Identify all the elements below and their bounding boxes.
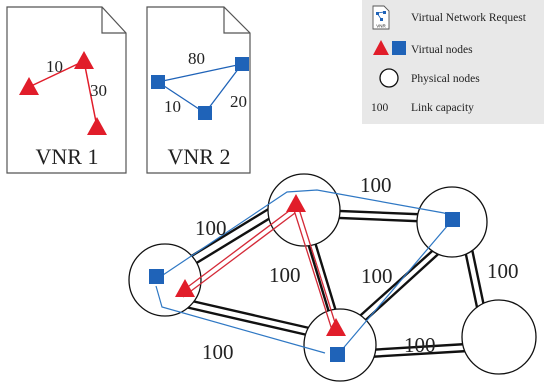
physical-link-topright-bottomright [463,249,480,313]
vnr-1-document: 10 30 VNR 1 [6,6,127,174]
vnr-1-link-b [83,60,98,128]
mapped-path-red [293,209,333,331]
legend-label-vnr: Virtual Network Request [411,12,527,24]
vnr-1-link-a [28,60,85,88]
physical-link-mid-bottomright [367,342,468,352]
mapped-virtual-node-triangle [175,279,195,297]
mapped-path-red [298,208,338,330]
link-capacity-label: 100 [269,263,301,287]
virtual-node-square [151,75,165,89]
vnr-1-label: VNR 1 [36,144,99,169]
physical-node-bottom-right [461,299,537,375]
vnr-2-page-fold [223,7,250,34]
link-capacity-label: 100 [360,173,392,197]
vnr-2-link-capacity: 80 [188,49,205,68]
mapped-path-red [180,207,294,293]
virtual-node-square [235,57,249,71]
mapped-virtual-node-square [445,212,460,227]
vnr-2-link-capacity: 10 [164,97,181,116]
physical-link-left-mid-inner [167,301,317,339]
mapped-path-blue [155,285,326,354]
legend-background [362,0,544,124]
vnr-2-document: 80 10 20 VNR 2 [146,6,251,174]
physical-node-left [128,243,202,317]
physical-link-topright-mid [351,243,441,324]
legend-icon-text: VNR [376,24,386,29]
document-network-icon: VNR [372,5,390,30]
mapped-virtual-node-triangle [286,194,306,212]
virtual-node-triangle [74,51,94,69]
mapped-virtual-node-square [149,269,164,284]
vnr-1-page-fold [101,7,126,34]
vnr-2-page [146,6,251,174]
link-capacity-label: 100 [195,216,227,240]
legend: VNR Virtual Network Request Virtual node… [362,0,544,124]
virtual-node-triangle [19,77,39,95]
vnr-1-link-capacity: 10 [46,57,63,76]
vnr-2-link-c [204,63,243,114]
vnr-1-link-capacity: 30 [90,81,107,100]
legend-label-physical-nodes: Physical nodes [411,73,480,85]
virtual-node-square [198,106,212,120]
triangle-node-icon [373,40,389,55]
square-node-icon [392,41,406,55]
legend-label-link-capacity: Link capacity [411,102,474,114]
mapped-path-red [182,212,296,298]
link-capacity-label: 100 [361,264,393,288]
physical-node-middle [303,308,377,382]
mapped-virtual-node-square [330,347,345,362]
vnr-2-label: VNR 2 [168,144,231,169]
physical-link-left-mid [169,294,319,332]
physical-link-topright-bottomright-inner [470,248,487,312]
link-capacity-label: 100 [202,340,234,364]
legend-label-virtual-nodes: Virtual nodes [411,44,473,56]
vnr-1-mapping [180,207,338,331]
link-capacity-label: 100 [487,259,519,283]
circle-node-icon [379,68,399,88]
physical-link-mid-bottomright-inner [367,349,469,359]
virtual-node-triangle [87,117,107,135]
mapped-virtual-node-triangle [326,318,346,336]
vnr-2-link-a [157,63,243,83]
link-capacity-label: 100 [404,333,436,357]
physical-network: 100 100 100 100 100 100 100 [128,173,537,382]
legend-capacity-sample: 100 [371,102,389,114]
vnr-2-link-capacity: 20 [230,92,247,111]
vnr-2-link-b [157,81,206,114]
